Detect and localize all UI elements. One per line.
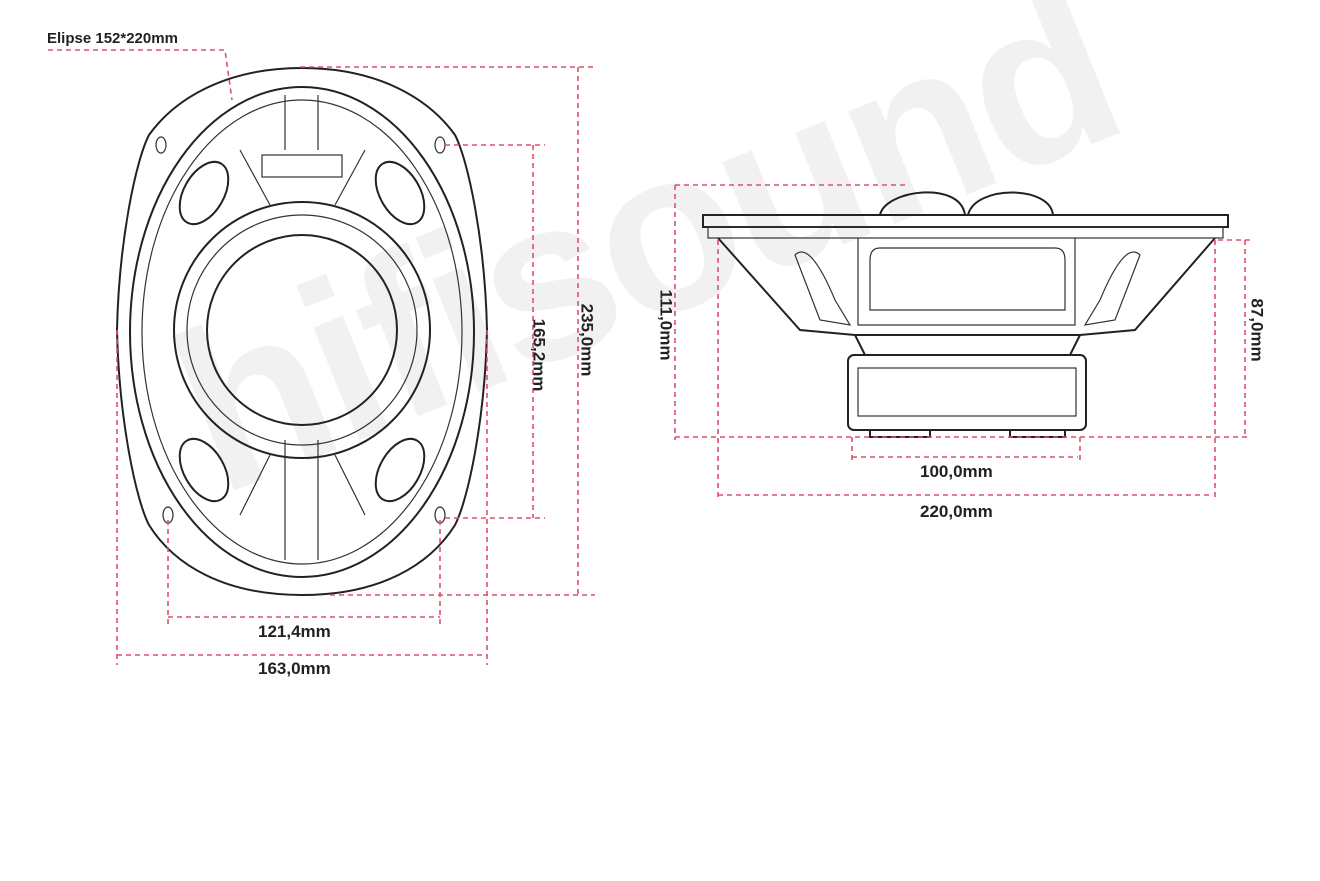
front-frame-outline	[115, 66, 489, 597]
basket	[717, 237, 1216, 336]
dim-mounting-depth: 87,0mm	[1247, 298, 1267, 362]
side-view	[674, 184, 1250, 500]
dim-total-depth: 111,0mm	[656, 289, 676, 361]
cone-outer-ring	[173, 201, 431, 459]
flange	[702, 214, 1229, 228]
mount-hole	[155, 136, 167, 154]
terminal	[261, 154, 343, 178]
ellipse-label: Elipse 152*220mm	[47, 30, 178, 47]
dim-magnet-diameter: 100,0mm	[920, 462, 993, 481]
magnet	[847, 354, 1087, 431]
front-inner-ring	[129, 86, 475, 578]
dim-mounting-width: 121,4mm	[258, 622, 331, 641]
cone	[206, 234, 398, 426]
dim-total-width: 163,0mm	[258, 659, 331, 678]
dim-side-width: 220,0mm	[920, 502, 993, 521]
tweeter-port	[178, 160, 230, 226]
front-view	[48, 49, 595, 665]
dim-total-height: 235,0mm	[577, 303, 597, 377]
tweeter-dome	[879, 191, 1054, 216]
dim-mounting-height: 165,2mm	[529, 318, 549, 392]
